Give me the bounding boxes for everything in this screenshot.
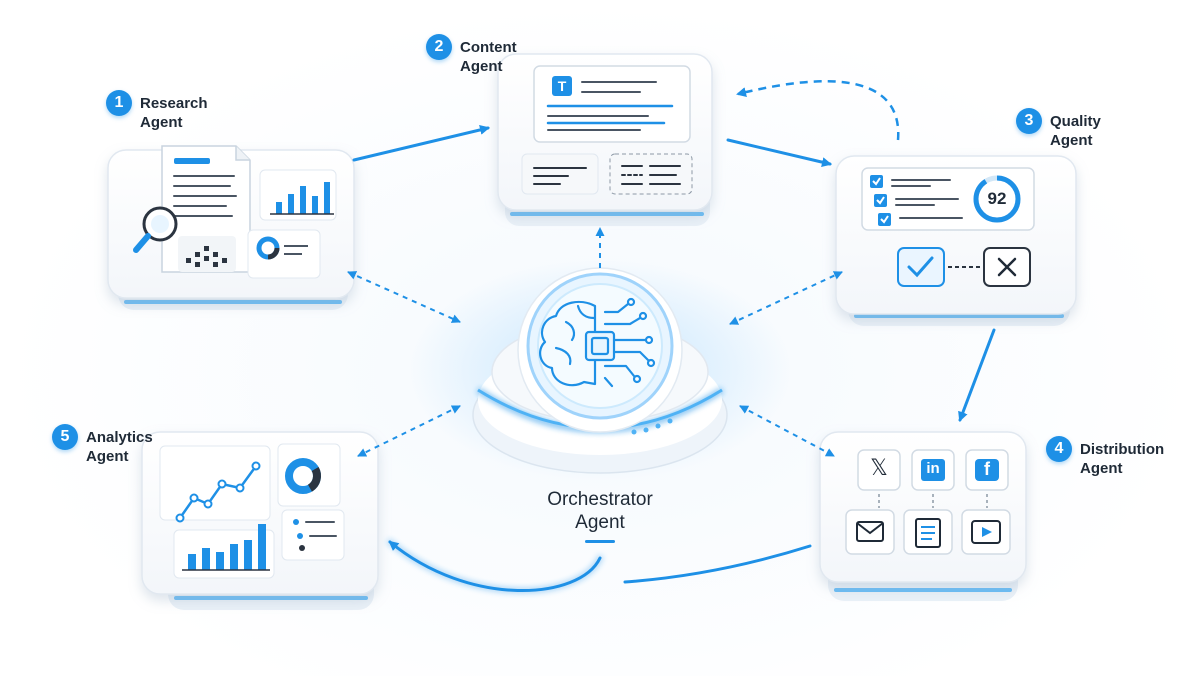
x-icon: 𝕏 [870, 456, 888, 481]
orchestrator-agent-label: Orchestrator Agent [500, 488, 700, 534]
content-doc-letter: T [557, 78, 567, 94]
agent-name: Research [140, 95, 208, 112]
agent-number-badge: 3 [1016, 108, 1042, 134]
orchestrator-node[interactable] [410, 260, 790, 480]
video-icon [971, 520, 1001, 544]
content-agent-card[interactable] [497, 53, 713, 226]
agent-name: Distribution [1080, 441, 1165, 458]
agent-suffix: Agent [460, 58, 503, 75]
quality-score: 92 [987, 189, 1007, 208]
agent-suffix: Agent [86, 448, 129, 465]
brain-chip-icon [539, 297, 656, 388]
research-agent-card[interactable] [107, 145, 355, 310]
agent-suffix: Agent [1080, 460, 1123, 477]
analytics-agent-card[interactable] [141, 431, 379, 610]
orchestrator-links [347, 227, 843, 457]
agent-name: Analytics [86, 429, 153, 446]
facebook-icon: f [984, 459, 990, 479]
mail-icon [856, 521, 884, 542]
orchestrator-name: Orchestrator [547, 489, 653, 510]
agent-suffix: Agent [1050, 132, 1093, 149]
agent-name: Content [460, 39, 517, 56]
flow-arrows [352, 124, 996, 594]
agent-number-badge: 4 [1046, 436, 1072, 462]
agent-number-badge: 1 [106, 90, 132, 116]
distribution-agent-card[interactable] [819, 431, 1027, 601]
magnifier-icon [133, 206, 178, 253]
agent-number-badge: 5 [52, 424, 78, 450]
agent-suffix: Agent [140, 114, 183, 131]
checkbox-icon [870, 175, 891, 226]
feedback-arrow [736, 80, 900, 141]
document-icon [915, 518, 941, 548]
linkedin-icon: in [926, 460, 940, 477]
orchestrator-suffix: Agent [575, 512, 625, 533]
quality-agent-card[interactable] [835, 155, 1077, 326]
agent-name: Quality [1050, 113, 1101, 130]
orchestrator-underline [585, 540, 615, 543]
agent-number-badge: 2 [426, 34, 452, 60]
